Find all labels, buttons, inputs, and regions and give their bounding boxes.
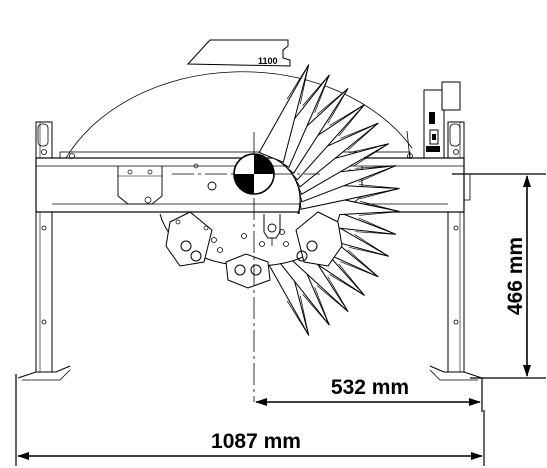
- rotor-tooth-inner: [329, 263, 365, 296]
- rotor-tooth-inner: [340, 249, 379, 278]
- rotor-tooth-inner: [329, 104, 365, 137]
- rotor-tooth-inner: [316, 88, 349, 124]
- rotor-tooth-inner: [349, 234, 389, 257]
- half-width-label: 532 mm: [331, 376, 409, 399]
- half-width-dimension: 532 mm: [255, 376, 483, 412]
- rotor-tooth-inner: [359, 201, 400, 216]
- center-mark: [172, 132, 320, 402]
- rotor-tooth-inner: [286, 295, 310, 336]
- height-dimension: 466 mm: [452, 173, 546, 379]
- name-plate: 1100: [186, 39, 291, 67]
- rotor-tooth-inner: [340, 122, 379, 151]
- height-label: 466 mm: [504, 237, 527, 315]
- rotor-tooth: [290, 143, 389, 196]
- total-width-label: 1087 mm: [211, 430, 301, 453]
- rotor-tooth-inner: [316, 276, 349, 312]
- rotor-tooth-inner: [302, 287, 330, 326]
- rotor-tooth-inner: [355, 165, 397, 183]
- hood-dome: [65, 71, 413, 159]
- rotor-tooth-inner: [359, 184, 400, 199]
- rotor-tooth: [258, 64, 310, 163]
- rotor-tooth-inner: [286, 64, 310, 105]
- rotor-tooth-inner: [355, 217, 397, 235]
- rotor-tooth-inner: [349, 143, 389, 166]
- hood-right-edge: [406, 130, 411, 161]
- total-width-dimension: 1087 mm: [15, 374, 485, 466]
- plate-label: 1100: [258, 56, 278, 66]
- control-box: [423, 81, 461, 159]
- rotor-tooth-inner: [302, 74, 330, 113]
- rotor-hub: [159, 211, 343, 289]
- rotor-tooth: [285, 122, 379, 188]
